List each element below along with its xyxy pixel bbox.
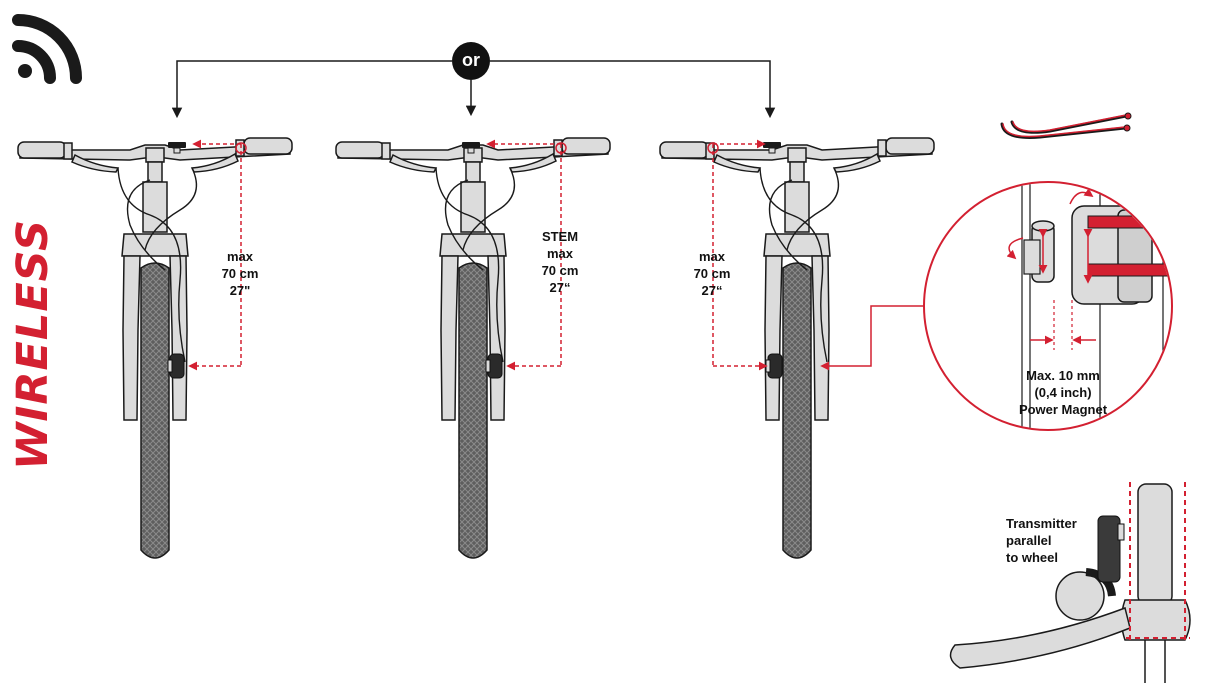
magnet-callout-line bbox=[820, 305, 925, 371]
wireless-signal-icon bbox=[12, 14, 82, 84]
distance-label-line: 27“ bbox=[549, 280, 571, 295]
mount-distance-marker-left bbox=[188, 139, 247, 371]
transmitter-label-line: Transmitter bbox=[1006, 516, 1077, 531]
magnet-label-line: Power Magnet bbox=[1018, 402, 1108, 417]
distance-label-left: max 70 cm 27" bbox=[212, 248, 268, 299]
sensor-icon bbox=[485, 353, 503, 379]
bike-front-right bbox=[659, 137, 935, 559]
sensor-icon bbox=[167, 353, 185, 379]
magnet-label-line: Max. 10 mm bbox=[1026, 368, 1100, 383]
distance-label-right: max 70 cm 27“ bbox=[684, 248, 740, 299]
distance-label-line: 70 cm bbox=[221, 266, 259, 281]
side-title-wireless: WIRELESS bbox=[8, 218, 58, 470]
distance-label-line: max bbox=[226, 249, 254, 264]
magnet-detail-label: Max. 10 mm (0,4 inch) Power Magnet bbox=[1000, 367, 1126, 418]
magnet-detail-circle bbox=[923, 181, 1173, 431]
mount-distance-marker-right bbox=[707, 139, 768, 371]
distance-label-line: 27“ bbox=[701, 283, 723, 298]
magnet-label-line: (0,4 inch) bbox=[1034, 385, 1092, 400]
bike-front-middle bbox=[335, 137, 611, 559]
cable-ties-icon bbox=[1000, 112, 1132, 139]
transmitter-detail bbox=[949, 482, 1191, 683]
or-badge: or bbox=[452, 42, 490, 80]
transmitter-label-line: parallel bbox=[1006, 533, 1052, 548]
mount-distance-marker-middle bbox=[486, 139, 567, 371]
transmitter-detail-label: Transmitter parallel to wheel bbox=[1006, 515, 1106, 566]
distance-label-line: max bbox=[698, 249, 726, 264]
sensor-icon bbox=[765, 353, 783, 379]
or-connector-lines bbox=[171, 60, 776, 119]
distance-label-line: 70 cm bbox=[693, 266, 731, 281]
distance-label-line: 70 cm bbox=[541, 263, 579, 278]
transmitter-label-line: to wheel bbox=[1006, 550, 1059, 565]
bike-front-left bbox=[17, 137, 293, 559]
distance-label-line: STEM bbox=[541, 229, 579, 244]
distance-label-line: max bbox=[546, 246, 574, 261]
distance-label-middle: STEM max 70 cm 27“ bbox=[530, 228, 590, 296]
distance-label-line: 27" bbox=[229, 283, 251, 298]
